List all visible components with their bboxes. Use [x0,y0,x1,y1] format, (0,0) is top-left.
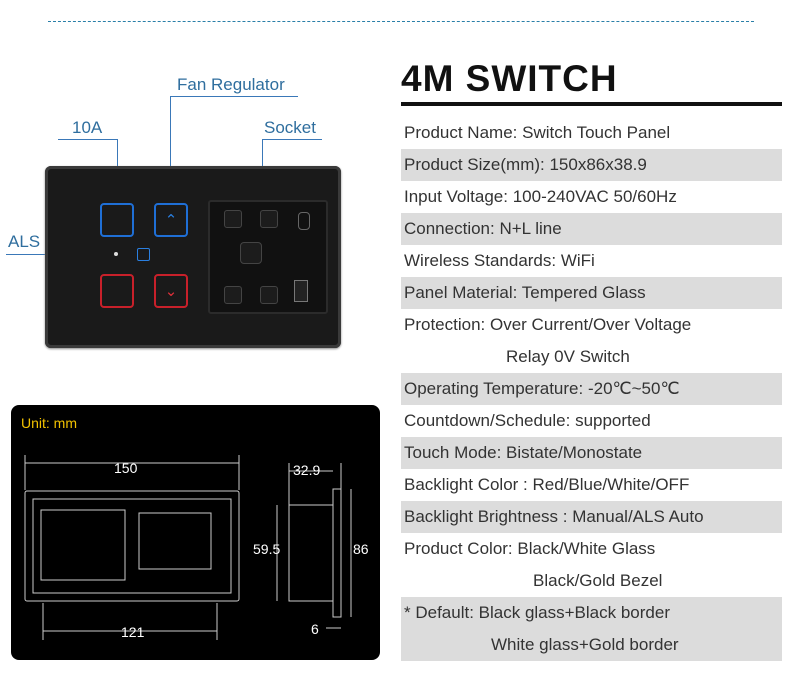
chevron-up-icon: ⌃ [164,211,178,229]
callout-line [170,96,298,97]
spec-row: Operating Temperature: -20℃~50℃ [401,373,782,405]
spec-row: * Default: Black glass+Black border [401,597,782,629]
callout-line [262,139,322,140]
callout-als: ALS [8,232,41,251]
chevron-down-icon: ⌄ [164,282,178,300]
spec-row: Panel Material: Tempered Glass [401,277,782,309]
callout-line [170,96,171,200]
socket-hole [224,286,242,304]
callout-socket: Socket [264,118,316,137]
usb-a-port-icon [294,280,308,302]
spec-row: Backlight Color : Red/Blue/White/OFF [404,475,690,494]
usb-c-port-icon [298,212,310,230]
socket-hole [260,286,278,304]
dimension-drawing: Unit: mm 150 121 32.9 59.5 86 6 [11,405,380,660]
spec-row: Connection: N+L line [401,213,782,245]
spec-row: Backlight Brightness : Manual/ALS Auto [401,501,782,533]
fan-indicator-icon [137,248,150,261]
dim-height: 86 [353,541,369,557]
spec-row: Product Size(mm): 150x86x38.9 [401,149,782,181]
dimension-lines [24,455,352,640]
socket-hole [240,242,262,264]
spec-row: Touch Mode: Bistate/Monostate [401,437,782,469]
callout-10a: 10A [72,118,103,137]
als-sensor-icon [114,252,118,256]
top-dashed-divider [48,21,754,22]
socket-hole [260,210,278,228]
callout-line [58,139,118,140]
fan-up-button[interactable]: ⌃ [154,203,188,237]
callout-fan-regulator: Fan Regulator [177,75,285,94]
socket-hole [224,210,242,228]
spec-row: White glass+Gold border [401,629,782,661]
spec-row: Black/Gold Bezel [533,571,663,590]
spec-row: Input Voltage: 100-240VAC 50/60Hz [404,187,677,206]
dim-height-inner: 59.5 [253,541,281,557]
dim-depth: 32.9 [293,462,321,478]
title-underline [401,102,782,106]
spec-list: Product Name: Switch Touch Panel Product… [401,117,782,661]
touch-button-10a-upper[interactable] [100,203,134,237]
spec-row: Relay 0V Switch [506,347,630,366]
universal-socket [208,200,328,314]
spec-row: Product Name: Switch Touch Panel [404,123,671,142]
dim-width: 150 [114,460,138,476]
spec-row: Countdown/Schedule: supported [404,411,651,430]
touch-button-10a-lower[interactable] [100,274,134,308]
spec-row: Wireless Standards: WiFi [404,251,595,270]
spec-row: Protection: Over Current/Over Voltage [404,315,692,334]
fan-down-button[interactable]: ⌄ [154,274,188,308]
unit-label: Unit: mm [21,415,77,431]
spec-row: Product Color: Black/White Glass [404,539,656,558]
dim-bezel: 6 [311,621,319,637]
product-title: 4M SWITCH [401,58,618,99]
dim-inner-width: 121 [121,624,145,640]
